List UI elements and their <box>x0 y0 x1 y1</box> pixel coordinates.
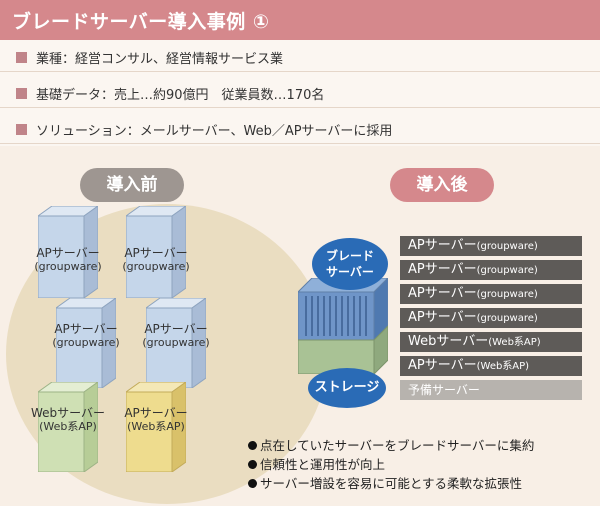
server-tower-4: APサーバー (groupware) <box>142 298 210 388</box>
bullet-dot-icon <box>248 441 257 450</box>
benefit-item: サーバー増設を容易に可能とする柔軟な拡張性 <box>248 474 534 493</box>
bullet-square-icon <box>16 124 27 135</box>
server-label: APサーバー (groupware) <box>142 322 210 349</box>
server-tower-icon <box>126 382 186 472</box>
server-label: APサーバー (groupware) <box>122 246 190 273</box>
server-tower-1: APサーバー (groupware) <box>34 206 102 298</box>
benefits-list: 点在していたサーバーをブレードサーバーに集約 信頼性と運用性が向上 サーバー増設… <box>248 436 534 493</box>
storage-bubble: ストレージ <box>308 368 386 408</box>
blade-slot: APサーバー(Web系AP) <box>400 356 582 376</box>
server-tower-5: Webサーバー (Web系AP) <box>31 382 105 472</box>
server-tower-icon <box>146 298 206 388</box>
info-solution: ソリューション：メールサーバー、Web／APサーバーに採用 <box>36 124 393 139</box>
info-industry: 業種：経営コンサル、経営情報サービス業 <box>36 52 284 67</box>
server-tower-icon <box>38 206 98 298</box>
benefit-item: 点在していたサーバーをブレードサーバーに集約 <box>248 436 534 455</box>
info-row-basic-data: 基礎データ：売上…約90億円 従業員数…170名 <box>0 78 600 108</box>
server-label: APサーバー (Web系AP) <box>124 406 188 433</box>
info-panel: 業種：経営コンサル、経営情報サービス業 基礎データ：売上…約90億円 従業員数…… <box>0 40 600 146</box>
blade-slot-spare: 予備サーバー <box>400 380 582 400</box>
blade-slot: Webサーバー(Web系AP) <box>400 332 582 352</box>
info-basic-data: 基礎データ：売上…約90億円 従業員数…170名 <box>36 88 325 103</box>
bullet-square-icon <box>16 52 27 63</box>
server-tower-icon <box>38 382 98 472</box>
blade-slot: APサーバー(groupware) <box>400 308 582 328</box>
bullet-square-icon <box>16 88 27 99</box>
benefit-item: 信頼性と運用性が向上 <box>248 455 534 474</box>
info-row-solution: ソリューション：メールサーバー、Web／APサーバーに採用 <box>0 114 600 144</box>
after-label: 導入後 <box>390 168 494 202</box>
blade-server-bubble: ブレード サーバー <box>312 238 388 290</box>
server-label: Webサーバー (Web系AP) <box>30 406 106 433</box>
bullet-dot-icon <box>248 479 257 488</box>
server-tower-2: APサーバー (groupware) <box>122 206 190 298</box>
blade-slot: APサーバー(groupware) <box>400 284 582 304</box>
blade-chassis-icon <box>296 276 390 376</box>
blade-slot: APサーバー(groupware) <box>400 260 582 280</box>
blade-slot: APサーバー(groupware) <box>400 236 582 256</box>
server-label: APサーバー (groupware) <box>34 246 102 273</box>
server-tower-3: APサーバー (groupware) <box>52 298 120 388</box>
title-bar: ブレードサーバー導入事例 ① <box>0 0 600 40</box>
diagram-area: 導入前 導入後 APサーバー (groupware) APサーバー (group… <box>0 150 600 506</box>
server-tower-icon <box>126 206 186 298</box>
bullet-dot-icon <box>248 460 257 469</box>
info-row-industry: 業種：経営コンサル、経営情報サービス業 <box>0 42 600 72</box>
server-label: APサーバー (groupware) <box>52 322 120 349</box>
server-tower-icon <box>56 298 116 388</box>
before-label: 導入前 <box>80 168 184 202</box>
blade-chassis <box>296 276 390 376</box>
server-tower-6: APサーバー (Web系AP) <box>124 382 188 472</box>
page-title: ブレードサーバー導入事例 ① <box>12 11 270 33</box>
